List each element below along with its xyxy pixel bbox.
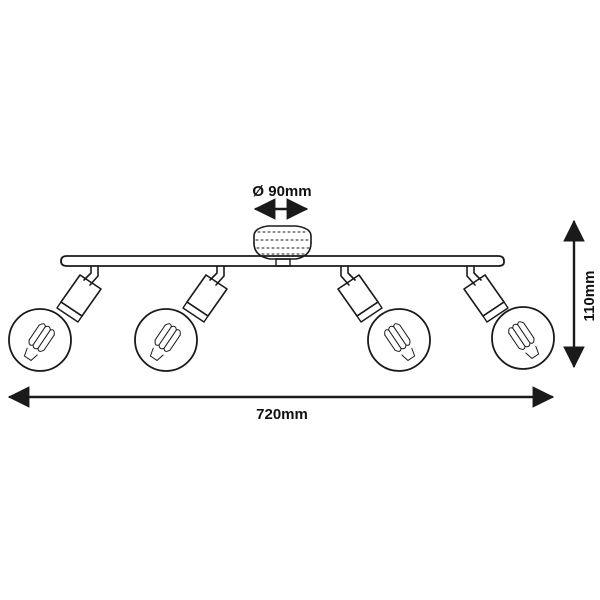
diameter-dimension: Ø 90mm — [252, 183, 312, 220]
spotlight-3 — [337, 265, 431, 372]
length-dimension: 720mm — [7, 386, 555, 423]
ceiling-canopy — [253, 225, 312, 267]
spotlight-2 — [134, 265, 228, 372]
spotlight-4 — [463, 265, 555, 370]
mounting-bar — [60, 255, 505, 267]
height-dimension: 110mm — [563, 219, 598, 369]
length-label: 720mm — [256, 406, 308, 423]
diameter-label: Ø 90mm — [252, 183, 311, 200]
spotlight-1 — [8, 265, 102, 372]
height-label: 110mm — [581, 271, 598, 322]
